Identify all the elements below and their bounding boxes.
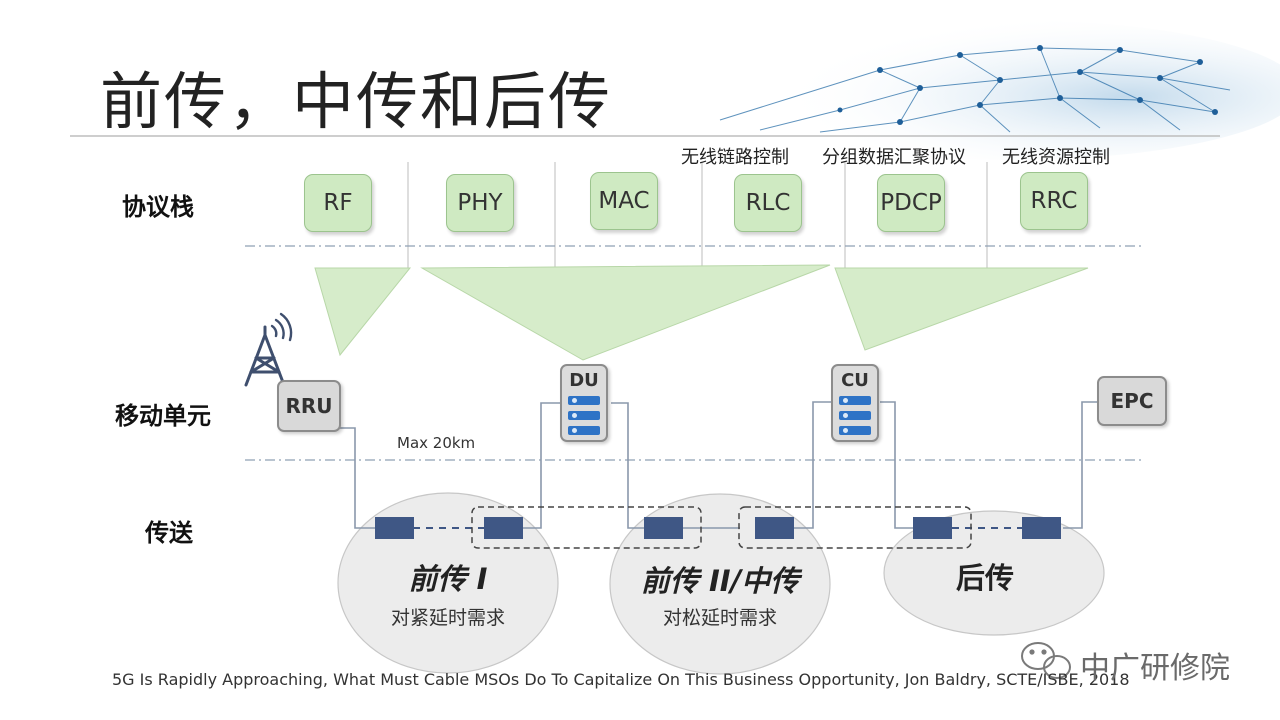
network-decoration bbox=[719, 20, 1280, 160]
row-label-protocol-stack: 协议栈 bbox=[122, 193, 194, 221]
citation-footer: 5G Is Rapidly Approaching, What Must Cab… bbox=[112, 670, 1130, 689]
protocol-mac: MAC bbox=[590, 172, 658, 230]
du-bar-1 bbox=[568, 396, 600, 405]
row-dividers bbox=[245, 245, 1145, 461]
wechat-icon bbox=[1021, 642, 1071, 679]
protocol-pdcp: PDCP bbox=[877, 174, 945, 232]
protocol-rrc: RRC bbox=[1020, 172, 1088, 230]
pdcp-annotation: 分组数据汇聚协议 bbox=[822, 147, 966, 168]
row-label-mobile-unit: 移动单元 bbox=[115, 402, 211, 430]
rlc-annotation: 无线链路控制 bbox=[681, 147, 789, 168]
backhaul-title: 后传 bbox=[955, 561, 1014, 595]
du-bar-3 bbox=[568, 426, 600, 435]
split-funnels bbox=[314, 264, 1089, 361]
protocol-phy: PHY bbox=[446, 174, 514, 232]
node-3 bbox=[644, 517, 683, 539]
grouping-boxes bbox=[471, 506, 972, 549]
node-6 bbox=[1022, 517, 1061, 539]
rru-unit: RRU bbox=[277, 380, 341, 432]
epc-unit: EPC bbox=[1097, 376, 1167, 426]
cu-bar-3 bbox=[839, 426, 871, 435]
cu-bar-2 bbox=[839, 411, 871, 420]
node-1 bbox=[375, 517, 414, 539]
cu-label: CU bbox=[841, 370, 869, 391]
max-distance-label: Max 20km bbox=[397, 434, 476, 452]
node-2 bbox=[484, 517, 523, 539]
connection-lines bbox=[337, 401, 1098, 529]
protocol-rlc: RLC bbox=[734, 174, 802, 232]
protocol-separators bbox=[407, 162, 988, 268]
rrc-annotation: 无线资源控制 bbox=[1002, 147, 1110, 168]
fronthaul-subtitle: 对紧延时需求 bbox=[390, 607, 505, 629]
transport-nodes bbox=[375, 517, 1061, 539]
midhaul-subtitle: 对松延时需求 bbox=[662, 607, 777, 629]
watermark-text: 中广研修院 bbox=[1080, 651, 1230, 686]
page-title: 前传，中传和后传 bbox=[100, 65, 613, 138]
cu-server: CU bbox=[831, 364, 879, 442]
fronthaul-title: 前传 I bbox=[408, 562, 488, 596]
du-bar-2 bbox=[568, 411, 600, 420]
du-label: DU bbox=[569, 370, 599, 391]
node-4 bbox=[755, 517, 794, 539]
cu-bar-1 bbox=[839, 396, 871, 405]
row-label-transport: 传送 bbox=[145, 519, 193, 547]
du-server: DU bbox=[560, 364, 608, 442]
node-5 bbox=[913, 517, 952, 539]
protocol-rf: RF bbox=[304, 174, 372, 232]
midhaul-title: 前传 II/中传 bbox=[640, 564, 800, 598]
antenna-tower-icon bbox=[244, 312, 293, 387]
